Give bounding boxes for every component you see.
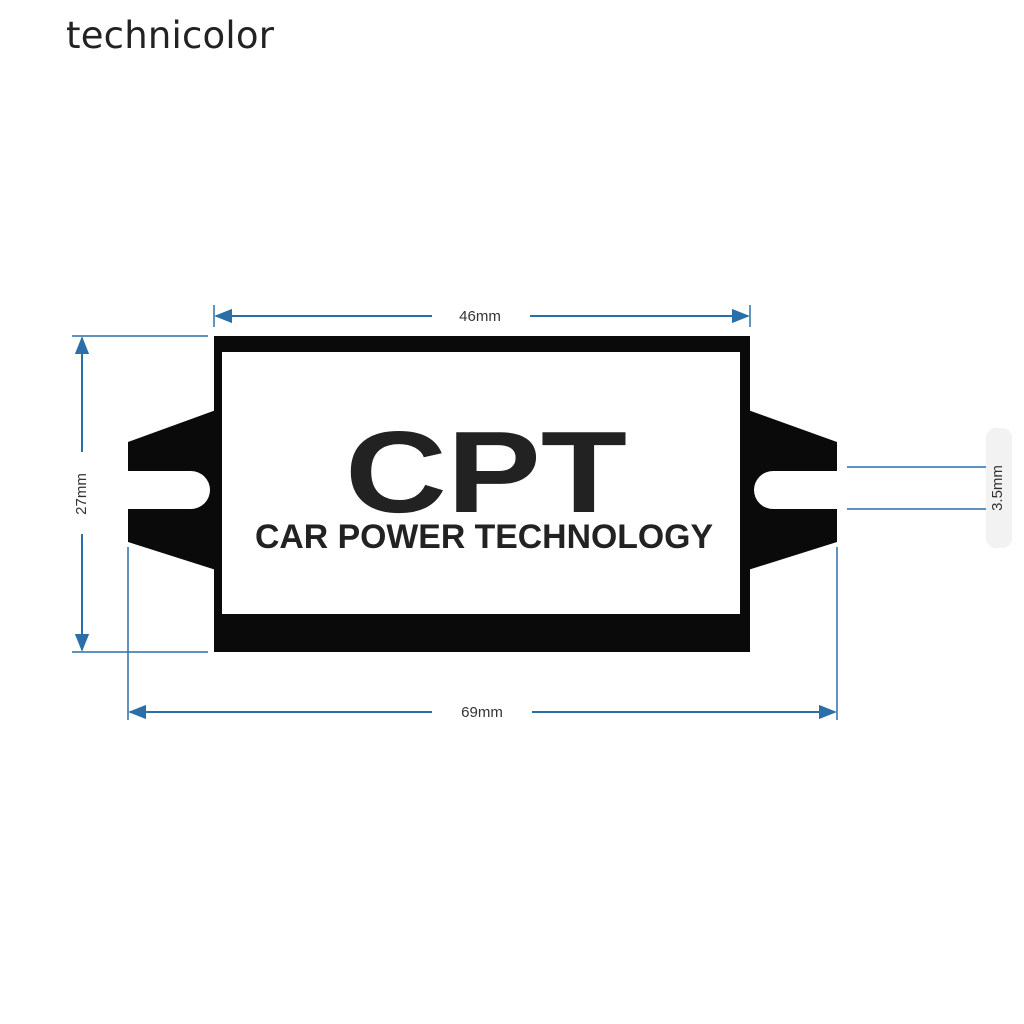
- hole-label-background: [986, 428, 1012, 548]
- logo-subtitle: CAR POWER TECHNOLOGY: [255, 518, 713, 556]
- logo-cpt: CPT: [345, 407, 627, 537]
- label-height: 27mm: [73, 473, 90, 515]
- label-hole: 3.5mm: [989, 465, 1006, 511]
- label-body-width: 46mm: [459, 308, 501, 325]
- brand-watermark: technicolor: [66, 14, 275, 57]
- right-mounting-slot: [754, 471, 837, 509]
- dimension-body-width: 46mm: [213, 305, 751, 327]
- label-total-width: 69mm: [461, 704, 503, 721]
- device-label: [222, 352, 740, 614]
- dimension-height: 27mm: [72, 335, 208, 653]
- left-mounting-slot: [128, 471, 210, 509]
- dimension-hole: 3.5mm: [847, 428, 1012, 548]
- device: CPT CAR POWER TECHNOLOGY: [128, 336, 837, 652]
- dimension-total-width: 69mm: [127, 547, 838, 721]
